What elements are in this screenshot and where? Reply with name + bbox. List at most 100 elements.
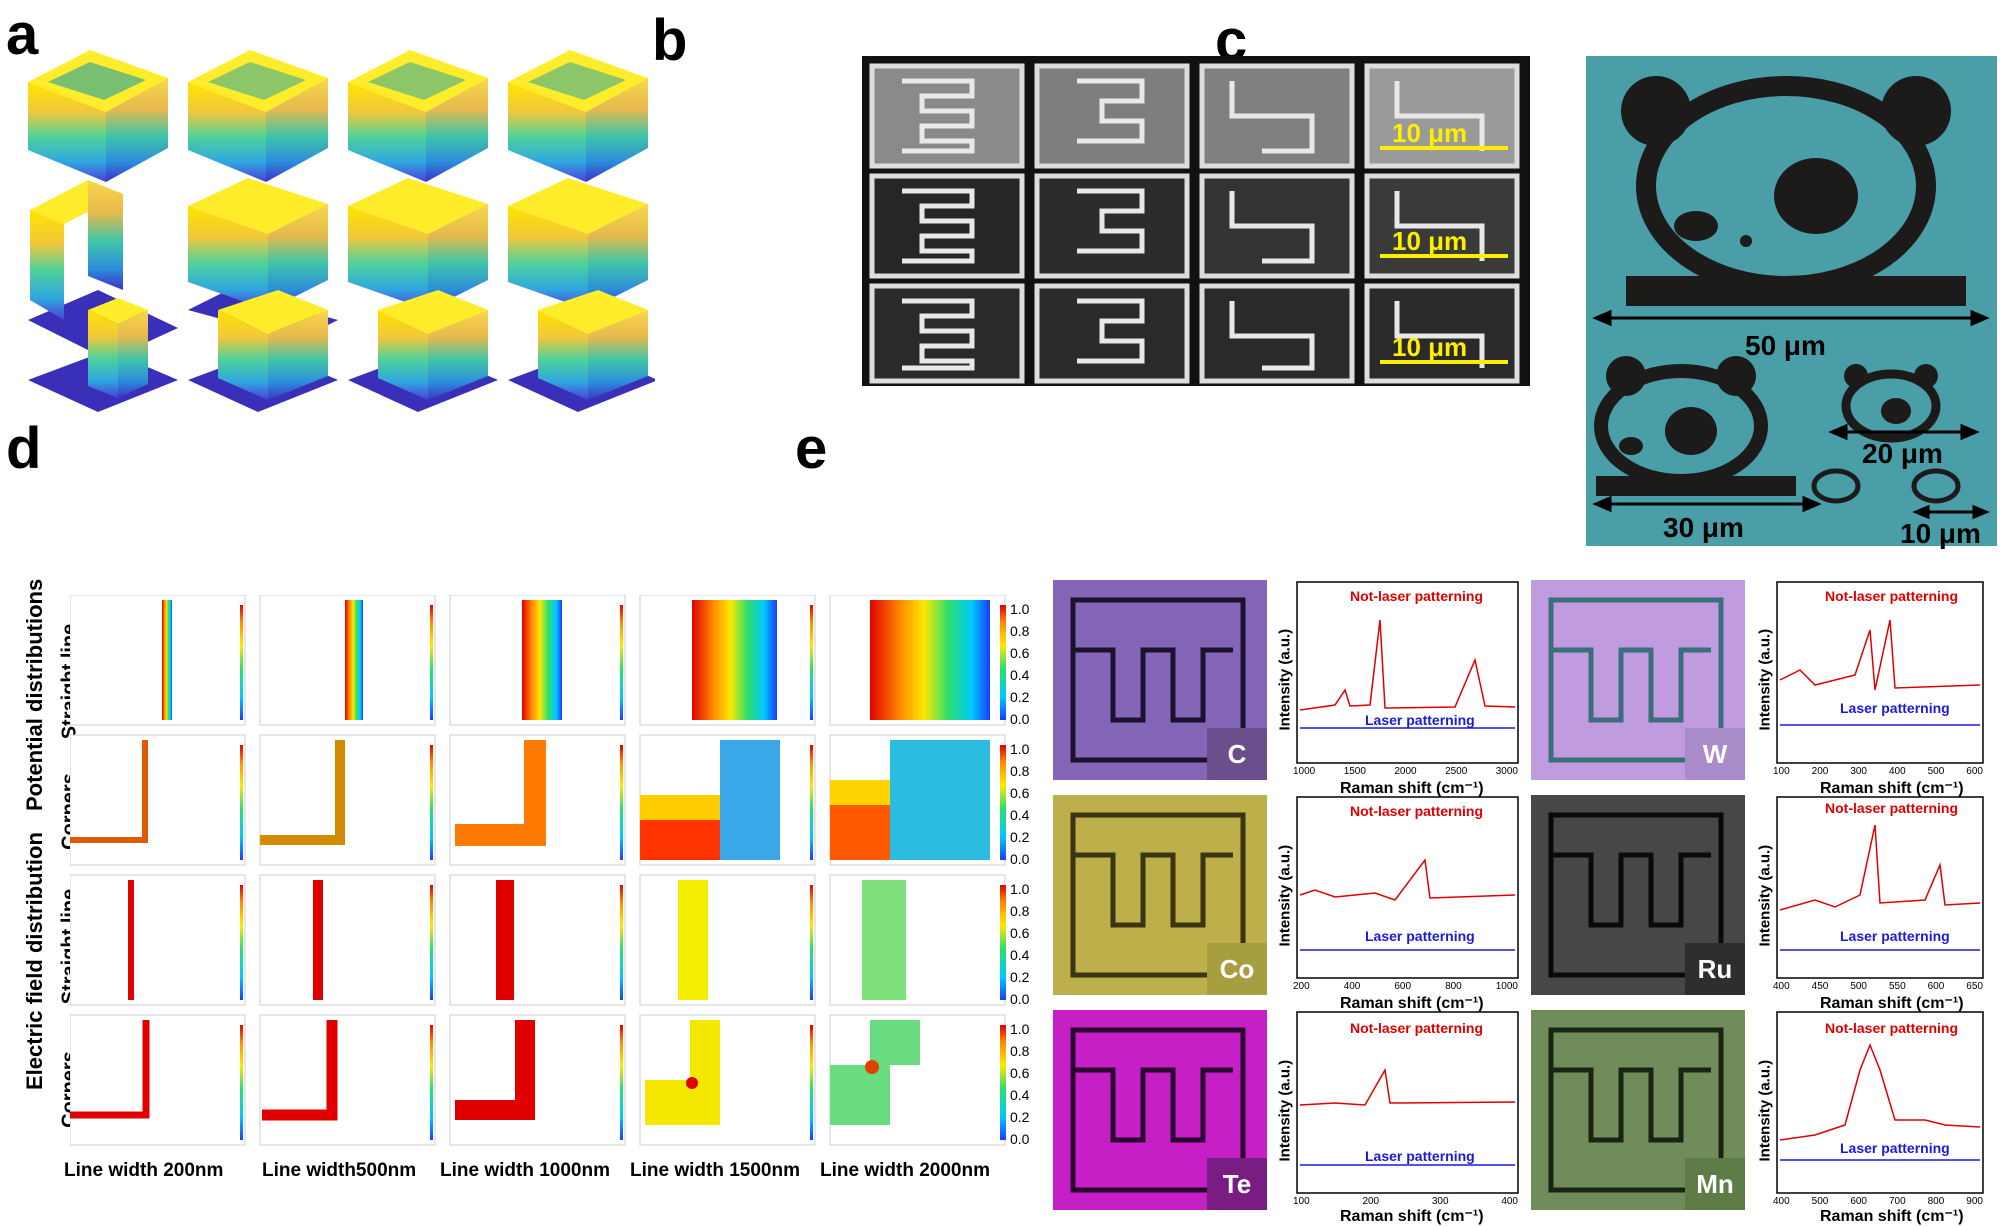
panel-d-colorbar-ticks-1: 1.0 0.8 0.6 0.4 0.2 0.0 — [1010, 598, 1029, 730]
map-mn: Mn — [1531, 1010, 1745, 1210]
spectrum-co-ylabel: Intensity (a.u.) — [1276, 844, 1294, 947]
panel-label-e: e — [795, 416, 828, 481]
panel-label-b: b — [652, 8, 688, 73]
tick: 900 — [1966, 1196, 1983, 1207]
tick: 500 — [1811, 1196, 1829, 1207]
panel-b-scale-2: 10 μm — [1392, 226, 1468, 256]
spectrum-co-xlabel: Raman shift (cm⁻¹) — [1340, 995, 1484, 1012]
map-co: Co — [1053, 795, 1267, 995]
panel-c-scale-30: 30 μm — [1663, 512, 1744, 543]
spectrum-co-legend-not: Not-laser patterning — [1350, 803, 1484, 819]
tick: 200 — [1362, 1196, 1380, 1207]
cb1-t1: 0.8 — [1010, 623, 1030, 639]
spectrum-w-legend-laser: Laser patterning — [1840, 700, 1950, 716]
tick: 600 — [1850, 1196, 1867, 1207]
spectrum-c — [1296, 581, 1519, 764]
panel-d-col-3: Line width 1000nm — [440, 1160, 610, 1181]
panel-c-scale-10: 10 μm — [1900, 518, 1981, 549]
cb1-t3: 0.4 — [1010, 667, 1030, 683]
panel-b-scale-1: 10 μm — [1392, 118, 1468, 148]
panel-d-col-2: Line width500nm — [262, 1160, 417, 1181]
spectrum-te-xlabel: Raman shift (cm⁻¹) — [1340, 1208, 1484, 1225]
tick: 300 — [1431, 1196, 1449, 1207]
cb3-t3: 0.4 — [1010, 947, 1030, 963]
spectrum-ru-xlabel: Raman shift (cm⁻¹) — [1820, 995, 1964, 1012]
spectrum-mn-ylabel: Intensity (a.u.) — [1756, 1059, 1774, 1162]
spectrum-co-legend-laser: Laser patterning — [1365, 928, 1475, 944]
spectrum-te — [1296, 1011, 1519, 1194]
cb2-t1: 0.8 — [1010, 763, 1030, 779]
spectrum-ru-legend-not: Not-laser patterning — [1825, 800, 1959, 816]
panel-d-group-efield: Electric field distribution — [22, 832, 47, 1090]
spectrum-w-ylabel: Intensity (a.u.) — [1756, 628, 1774, 731]
block-row-3 — [28, 290, 655, 412]
cb3-t2: 0.6 — [1010, 925, 1030, 941]
map-co-tag: Co — [1207, 943, 1267, 995]
cb1-t4: 0.2 — [1010, 689, 1030, 705]
tick: 2500 — [1445, 766, 1468, 777]
panel-label-a: a — [6, 2, 39, 67]
tick: 450 — [1811, 981, 1829, 992]
spectrum-te-ylabel: Intensity (a.u.) — [1276, 1059, 1294, 1162]
spectrum-ru-ylabel: Intensity (a.u.) — [1756, 844, 1774, 947]
tick: 1500 — [1343, 766, 1366, 777]
spectrum-mn-xlabel: Raman shift (cm⁻¹) — [1820, 1208, 1964, 1225]
panel-c-scale-50: 50 μm — [1745, 330, 1826, 361]
panel-a-3d-blocks — [28, 50, 655, 412]
spectrum-co — [1296, 796, 1519, 979]
cb4-t0: 1.0 — [1010, 1021, 1030, 1037]
tick: 1000 — [1293, 766, 1316, 777]
cb1-t5: 0.0 — [1010, 711, 1030, 727]
map-w: W — [1531, 580, 1745, 780]
tick: 400 — [1501, 1196, 1518, 1207]
spectrum-w-xlabel: Raman shift (cm⁻¹) — [1820, 780, 1964, 797]
spectrum-c-xlabel: Raman shift (cm⁻¹) — [1340, 780, 1484, 797]
tick: 400 — [1888, 766, 1906, 777]
cb3-t0: 1.0 — [1010, 881, 1030, 897]
cb2-t3: 0.4 — [1010, 807, 1030, 823]
tick: 500 — [1927, 766, 1945, 777]
cb4-t1: 0.8 — [1010, 1043, 1030, 1059]
block-row-1 — [28, 50, 648, 182]
panel-d-colorbar-ticks-4: 1.0 0.8 0.6 0.4 0.2 0.0 — [1010, 1018, 1029, 1150]
panel-d-col-4: Line width 1500nm — [630, 1160, 800, 1181]
spectrum-c-legend-not: Not-laser patterning — [1350, 588, 1484, 604]
tick: 800 — [1927, 1196, 1945, 1207]
panel-d-colorbar-ticks-2: 1.0 0.8 0.6 0.4 0.2 0.0 — [1010, 738, 1029, 870]
map-te: Te — [1053, 1010, 1267, 1210]
cb2-t2: 0.6 — [1010, 785, 1030, 801]
spectrum-ru-legend-laser: Laser patterning — [1840, 928, 1950, 944]
tick: 800 — [1445, 981, 1462, 992]
tick: 600 — [1927, 981, 1945, 992]
cb2-t0: 1.0 — [1010, 741, 1030, 757]
panel-b-sem-patterns — [869, 63, 1520, 384]
spectrum-mn-legend-laser: Laser patterning — [1840, 1140, 1950, 1156]
panel-d-col-1: Line width 200nm — [64, 1160, 224, 1181]
map-c: C — [1053, 580, 1267, 780]
spectrum-mn-legend-not: Not-laser patterning — [1825, 1020, 1959, 1036]
panel-d-colorbar-ticks-3: 1.0 0.8 0.6 0.4 0.2 0.0 — [1010, 878, 1029, 1010]
spectrum-c-legend-laser: Laser patterning — [1365, 712, 1475, 728]
spectrum-w — [1776, 581, 1984, 764]
tick: 300 — [1850, 766, 1867, 777]
tick: 1000 — [1495, 981, 1518, 992]
cb2-t4: 0.2 — [1010, 829, 1030, 845]
tick: 500 — [1850, 981, 1867, 992]
tick: 200 — [1293, 981, 1310, 992]
cb2-t5: 0.0 — [1010, 851, 1030, 867]
spectrum-te-legend-laser: Laser patterning — [1365, 1148, 1475, 1164]
tick: 100 — [1293, 1196, 1310, 1207]
tick: 700 — [1888, 1196, 1906, 1207]
spectrum-mn — [1776, 1011, 1984, 1194]
cb3-t5: 0.0 — [1010, 991, 1030, 1007]
tick: 600 — [1394, 981, 1412, 992]
tick: 400 — [1773, 1196, 1790, 1207]
spectrum-ru — [1776, 796, 1984, 979]
cb3-t1: 0.8 — [1010, 903, 1030, 919]
spectrum-c-ylabel: Intensity (a.u.) — [1276, 628, 1294, 731]
map-te-tag: Te — [1207, 1158, 1267, 1210]
spectrum-te-legend-not: Not-laser patterning — [1350, 1020, 1484, 1036]
